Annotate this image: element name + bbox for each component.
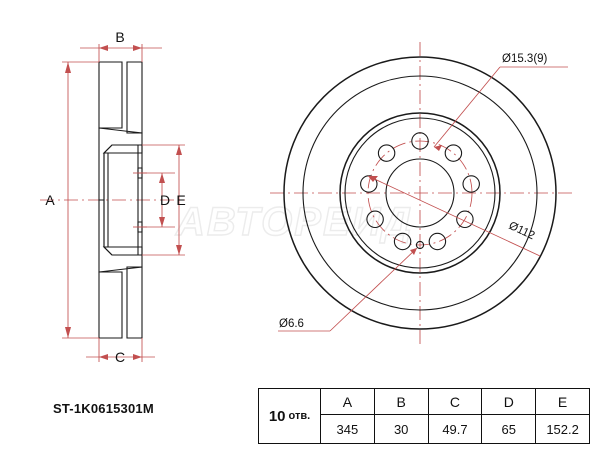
callout-hole-diameter: Ø15.3(9) [433, 53, 568, 151]
face-hat-outer-circle [339, 112, 501, 274]
face-outer-diameter-circle [283, 56, 557, 330]
section-hat-fillet-top [102, 144, 143, 154]
callout-bolt-circle-label: Ø112 [507, 220, 537, 242]
dimension-d: D [138, 172, 175, 228]
face-bolt-circle [367, 140, 473, 246]
face-bolt-hole [444, 144, 463, 162]
callout-hole-diameter-arrow [434, 145, 442, 151]
spec-header-b: B [374, 389, 428, 415]
section-view-group: B A C [40, 29, 186, 365]
dimension-d-arrow-top [159, 173, 165, 183]
spec-table-hole-count: 10 [268, 407, 286, 425]
face-bolt-hole [462, 175, 480, 193]
dimension-b-arrow-left [99, 45, 108, 51]
dimension-c-label: C [115, 349, 125, 365]
dimension-e: E [142, 144, 186, 256]
dimension-d-arrow-bottom [159, 217, 165, 227]
callout-hole-diameter-leader [433, 66, 501, 148]
spec-table-row-label: 10 отв. [259, 389, 321, 443]
dimension-c-arrow-left [99, 354, 108, 360]
spec-table-column-a: A 345 [321, 389, 375, 443]
dimension-a-arrow-bottom [65, 327, 71, 338]
face-center-bore-circle [385, 158, 455, 228]
callout-small-hole-leader [329, 247, 418, 332]
face-bolt-hole [456, 210, 474, 229]
spec-value-c: 49.7 [442, 421, 468, 437]
section-outer-ring-outboard-top [98, 61, 123, 129]
spec-header-d: D [482, 389, 536, 415]
section-hat-bottom [98, 199, 143, 273]
dimension-a-arrow-top [65, 62, 71, 73]
dimension-e-arrow-top [176, 145, 182, 155]
dimension-e-label: E [176, 192, 185, 208]
callout-small-hole-arrow [410, 248, 417, 255]
spec-table-column-e: E 152.2 [536, 389, 589, 443]
dimension-a: A [45, 61, 99, 339]
dimension-b: B [80, 29, 162, 62]
section-bolt-hole-bottom [137, 221, 143, 233]
face-small-locating-hole [415, 240, 425, 250]
face-hat-inner-circle [344, 117, 496, 269]
spec-value-e: 152.2 [546, 421, 579, 437]
face-bolt-hole [411, 132, 429, 150]
dimension-c-arrow-right [133, 354, 142, 360]
dimension-e-arrow-bottom [176, 245, 182, 255]
spec-header-a: A [321, 389, 374, 415]
dimension-b-arrow-right [133, 45, 142, 51]
callout-hole-diameter-label: Ø15.3(9) [502, 53, 548, 65]
callout-bolt-circle-leader [367, 175, 541, 257]
callout-bolt-circle-arrow [368, 176, 378, 182]
section-hat-fillet-bottom [102, 246, 143, 256]
dimension-d-label: D [160, 192, 170, 208]
face-bolt-hole [428, 232, 447, 251]
section-bolt-hole-top [137, 167, 143, 179]
spec-value-a: 345 [336, 421, 359, 437]
face-view-group: Ø15.3(9) Ø112 Ø6.6 [270, 42, 572, 345]
callout-small-hole-label: Ø6.6 [279, 318, 304, 330]
section-hat-top [98, 127, 143, 201]
spec-value-d: 65 [501, 421, 517, 437]
spec-table-column-d: D 65 [482, 389, 537, 443]
spec-table-hole-word: отв. [288, 410, 311, 422]
dimension-b-label: B [115, 29, 124, 45]
face-bolt-hole [377, 144, 396, 162]
face-friction-ring-inner-circle [302, 75, 538, 311]
face-bolt-hole [366, 210, 384, 229]
section-outer-ring-inboard-top [126, 61, 143, 134]
dimension-a-label: A [45, 192, 55, 208]
face-bolt-hole [393, 232, 412, 251]
spec-table-column-b: B 30 [374, 389, 429, 443]
face-bolt-hole [360, 175, 378, 193]
spec-value-b: 30 [393, 421, 409, 437]
spec-table-columns: A 345 B 30 C 49.7 D 65 E 152.2 [321, 389, 589, 443]
dimension-c: C [86, 338, 155, 365]
face-bolt-hole-group [360, 132, 480, 251]
section-outer-ring-outboard-bottom [98, 271, 123, 339]
section-outer-ring-inboard-bottom [126, 266, 143, 339]
spec-table: 10 отв. A 345 B 30 C 49.7 D 65 E 152.2 [258, 388, 590, 444]
spec-table-column-c: C 49.7 [428, 389, 483, 443]
callout-small-hole: Ø6.6 [278, 247, 418, 332]
spec-header-e: E [536, 389, 589, 415]
spec-header-c: C [428, 389, 482, 415]
part-number-label: ST-1K0615301M [53, 401, 154, 416]
